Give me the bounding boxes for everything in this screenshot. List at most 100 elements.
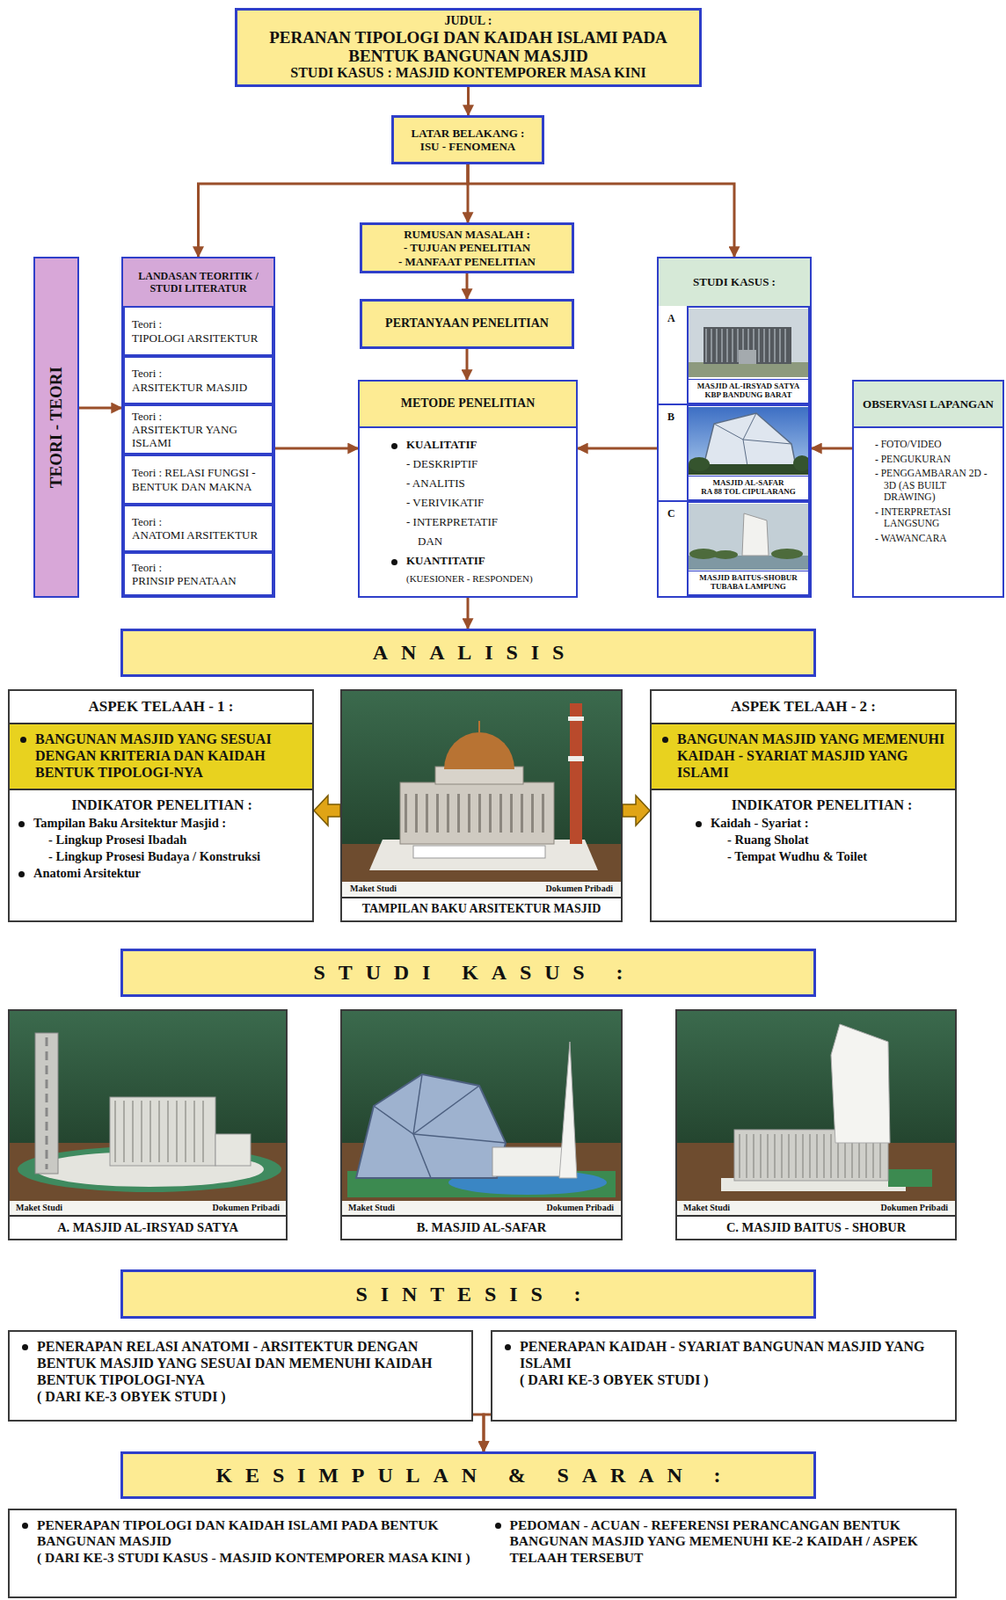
node-text: PENERAPAN TIPOLOGI DAN KAIDAH ISLAMI PAD… [36, 1517, 474, 1551]
node-text: Teori : [131, 317, 265, 331]
box-section: OBSERVASI LAPANGAN [853, 381, 1003, 429]
bullet-dot [18, 821, 25, 828]
node-text: ARSITEKTUR MASJID [131, 380, 265, 394]
box-section: C. MASJID BAITUS - SHOBUR [677, 1215, 955, 1240]
illustration-part [743, 439, 748, 467]
box-section: MASJID BAITUS-SHOBURTUBABA LAMPUNG [688, 570, 809, 595]
flow-arrow [466, 87, 470, 116]
box-section: METODE PENELITIAN [359, 381, 576, 429]
node-text: - PENGGAMBARAN 2D - 3D (AS BUILT DRAWING… [874, 467, 998, 504]
box-section [9, 1011, 286, 1216]
bullet-row: KUANTITATIF [391, 554, 569, 568]
box-section: TEORI - TEORI [35, 258, 78, 597]
theory-box: Teori :ARSITEKTUR YANG ISLAMI [123, 404, 274, 455]
bullet-row: Kaidah - Syariat : [695, 816, 948, 832]
bullet-dot [391, 559, 398, 566]
illustration-part [831, 1024, 890, 1144]
node-text: PENERAPAN RELASI ANATOMI - ARSITEKTUR DE… [36, 1339, 461, 1390]
illustration-part [738, 349, 757, 365]
bullet-row: PEDOMAN - ACUAN - REFERENSI PERANCANGAN … [495, 1517, 948, 1567]
node-text: OBSERVASI LAPANGAN [853, 397, 1003, 411]
box-section: RUMUSAN MASALAH :- TUJUAN PENELITIAN- MA… [362, 225, 572, 271]
node-text: B. MASJID AL-SAFAR [343, 1220, 620, 1236]
box-section: B. MASJID AL-SAFAR [342, 1215, 621, 1240]
box-section: Teori : RELASI FUNGSI - BENTUK DAN MAKNA [124, 456, 272, 503]
illustration-part [478, 721, 481, 733]
box-section: A. MASJID AL-IRSYAD SATYA [9, 1215, 286, 1240]
box-section [688, 307, 809, 380]
node-text: ARSITEKTUR YANG ISLAMI [131, 422, 265, 451]
node-text: ANATOMI ARSITEKTUR [131, 528, 265, 542]
illustration-part [688, 362, 809, 378]
box-section: Teori :ARSITEKTUR MASJID [124, 357, 272, 403]
bullet-row: KUALITATIF [391, 437, 569, 452]
node-text: INDIKATOR PENELITIAN : [18, 797, 306, 815]
bullet-dot [495, 1523, 502, 1530]
box-section: BANGUNAN MASJID YANG MEMENUHI KAIDAH - S… [651, 724, 955, 791]
illustration-part [413, 1134, 431, 1179]
node-text: Anatomi Arsitektur [33, 866, 306, 882]
box-section: KUALITATIF - DESKRIPTIF - ANALITIS - VERIVI… [359, 428, 576, 597]
illustration-part [793, 455, 811, 472]
illustration-part [342, 882, 621, 897]
box-section [342, 1011, 621, 1216]
node-text: - VERIVIKATIF [406, 495, 569, 510]
box-section: MASJID AL-IRSYAD SATYAKBP BANDUNG BARAT [688, 379, 809, 403]
illustration-part [568, 756, 584, 762]
bullet-dot [21, 1523, 29, 1530]
illustration-part [342, 691, 621, 845]
flow-arrow [483, 1414, 491, 1452]
node-text: KESIMPULAN & SARAN : [123, 1463, 814, 1488]
node-text: - PENGUKURAN [874, 453, 998, 467]
column-panel: STUDI KASUS : MASJID AL-IRSYAD SATYAKBP B… [656, 256, 812, 598]
case-letter: B [667, 411, 675, 423]
flow-arrow [466, 349, 469, 380]
synthesis-box: PENERAPAN KAIDAH - SYARIAT BANGUNAN MASJ… [490, 1330, 957, 1422]
node-text: ANALISIS [123, 640, 814, 665]
aspect-box: ASPEK TELAAH - 1 :BANGUNAN MASJID YANG S… [7, 689, 314, 923]
illustration-part [688, 457, 710, 472]
illustration-part [559, 1042, 577, 1179]
box-section [688, 406, 809, 476]
box-section: PENERAPAN RELASI ANATOMI - ARSITEKTUR DE… [9, 1332, 472, 1421]
box-section: Teori :PRINSIP PENATAAN [124, 554, 272, 595]
flow-arrow [466, 597, 470, 629]
photo-credit: Dokumen Pribadi [546, 883, 613, 894]
node-text: - DESKRIPTIF [406, 457, 569, 471]
case-letter: C [667, 508, 676, 520]
bullet-row: PENERAPAN RELASI ANATOMI - ARSITEKTUR DE… [21, 1339, 461, 1390]
bullet-dot [21, 1344, 29, 1351]
photo-cell: MASJID AL-IRSYAD SATYAKBP BANDUNG BARAT [686, 306, 810, 405]
case-letter: A [667, 313, 676, 325]
illustration-part [713, 550, 738, 560]
node-text: SINTESIS : [123, 1282, 814, 1307]
node-text: BANGUNAN MASJID YANG MEMENUHI KAIDAH - S… [677, 731, 947, 782]
illustration-part [45, 1037, 49, 1170]
box-section: PENERAPAN KAIDAH - SYARIAT BANGUNAN MASJ… [492, 1332, 955, 1421]
flow-arrow [811, 447, 853, 451]
illustration-part [688, 407, 809, 475]
node-text: STUDI KASUS : MASJID KONTEMPORER MASA KI… [251, 65, 686, 81]
box-section: PERTANYAAN PENELITIAN [362, 301, 572, 347]
box-section: STUDI KASUS : [123, 951, 814, 995]
node-text: - Tempat Wudhu & Toilet [727, 849, 948, 865]
box-section: ASPEK TELAAH - 1 : [9, 691, 313, 725]
photo-a-small [688, 308, 809, 378]
node-text: PRINSIP PENATAAN [131, 574, 265, 588]
theory-box: Teori :ARSITEKTUR MASJID [123, 356, 274, 405]
node-text: KUALITATIF [406, 437, 569, 452]
illustration-part [771, 548, 803, 560]
synthesis-box: PENERAPAN RELASI ANATOMI - ARSITEKTUR DE… [7, 1330, 474, 1422]
node-text: MASJID AL-IRSYAD SATYA [689, 381, 808, 392]
box-section [688, 503, 809, 571]
box-section: STUDI KASUS : [658, 258, 810, 307]
node-text: - INTERPRETASI LANGSUNG [874, 506, 998, 531]
bullet-dot [20, 736, 27, 744]
node-text: - WAWANCARA [874, 532, 998, 546]
node-text: - ANALITIS [406, 476, 569, 490]
illustration-part [569, 703, 583, 845]
node-text: PERTANYAAN PENELITIAN [362, 316, 572, 332]
photo-credit: Maket Studi [348, 1202, 395, 1213]
box-section: PEDOMAN - ACUAN - REFERENSI PERANCANGAN … [482, 1510, 956, 1597]
node-text: Teori : [131, 561, 265, 575]
